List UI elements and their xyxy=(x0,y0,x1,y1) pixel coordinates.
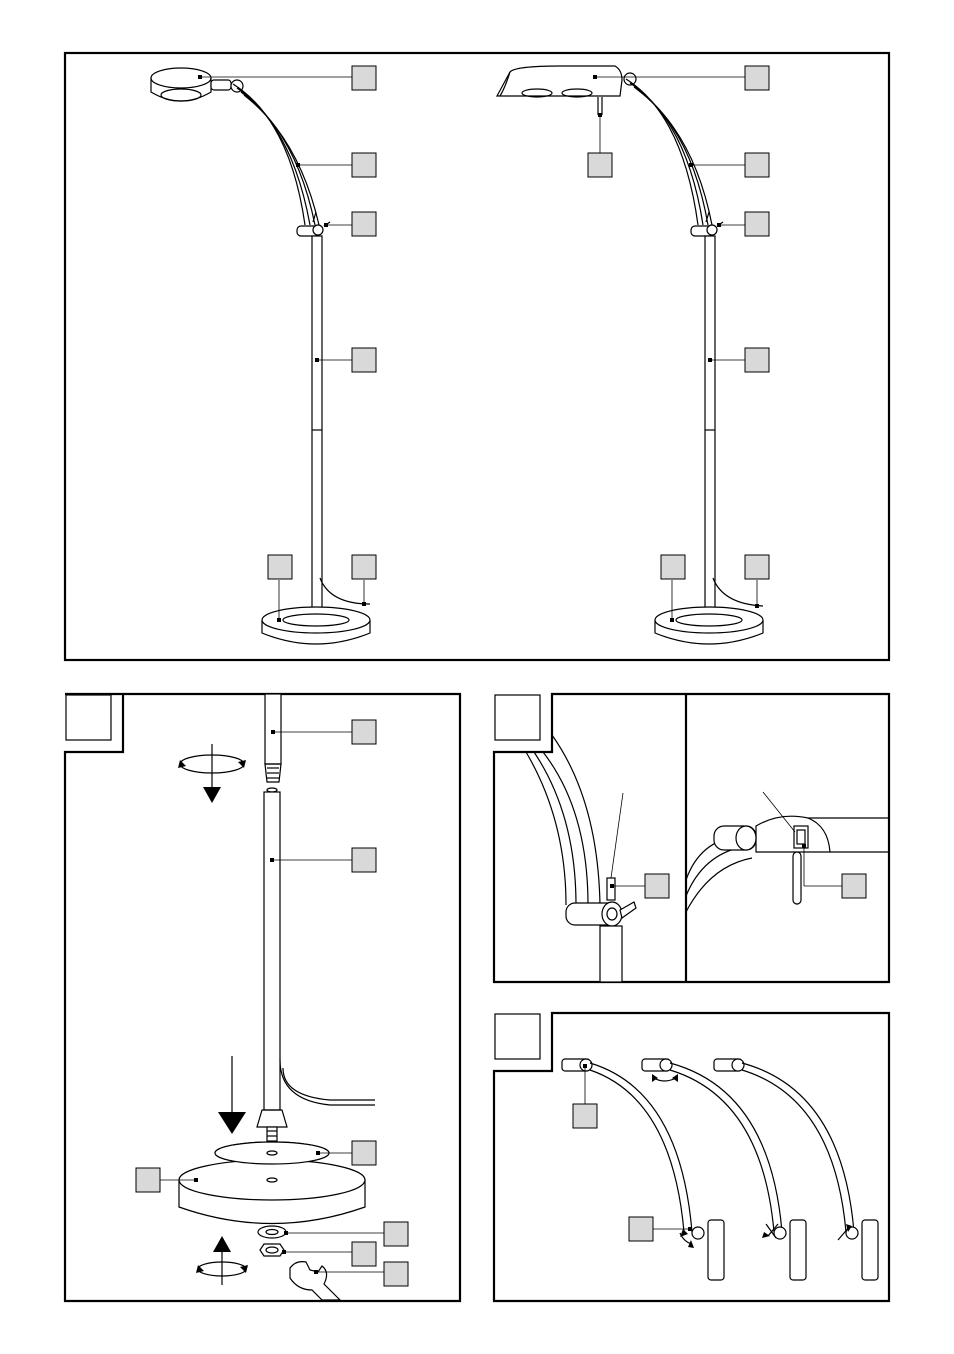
callout-box xyxy=(351,1140,377,1166)
callout-box xyxy=(628,1216,654,1242)
step-1-panel xyxy=(63,692,462,1303)
callout-box xyxy=(744,152,770,178)
callout-box xyxy=(351,554,377,580)
callout-box xyxy=(744,65,770,91)
step-number-box xyxy=(494,694,541,741)
rotate-arrow-icon xyxy=(196,1236,248,1285)
callout-box xyxy=(351,211,377,237)
callout-box xyxy=(841,873,867,899)
callout-box xyxy=(744,211,770,237)
callout-box xyxy=(644,873,670,899)
step-number-box xyxy=(494,1013,541,1060)
overview-leader-lines xyxy=(198,75,759,622)
adjustable-arm xyxy=(641,1058,807,1281)
callout-box xyxy=(135,1167,161,1193)
callout-box xyxy=(572,1103,598,1129)
callout-box xyxy=(351,65,377,91)
callout-box xyxy=(351,847,377,873)
down-arrow-icon xyxy=(218,1056,246,1134)
callout-box xyxy=(587,152,613,178)
adjustable-arm xyxy=(561,1058,725,1281)
callout-box xyxy=(744,347,770,373)
callout-box xyxy=(351,719,377,745)
callout-box xyxy=(744,554,770,580)
lamp-variant-round-head xyxy=(150,67,371,645)
callout-box xyxy=(351,347,377,373)
callout-box xyxy=(267,554,293,580)
callout-box xyxy=(383,1221,409,1247)
rotate-arrow-icon xyxy=(178,744,246,803)
callout-box xyxy=(383,1261,409,1287)
step-number-box xyxy=(65,694,112,741)
callout-box xyxy=(660,554,686,580)
step-2-panel xyxy=(492,692,891,984)
callout-box xyxy=(351,1241,377,1267)
lamp-variant-bar-head xyxy=(495,65,764,645)
overview-panel xyxy=(63,51,891,662)
overview-callout-boxes xyxy=(267,65,770,580)
callout-box xyxy=(351,152,377,178)
step-3-panel xyxy=(492,1011,891,1303)
adjustable-arm xyxy=(713,1058,879,1281)
